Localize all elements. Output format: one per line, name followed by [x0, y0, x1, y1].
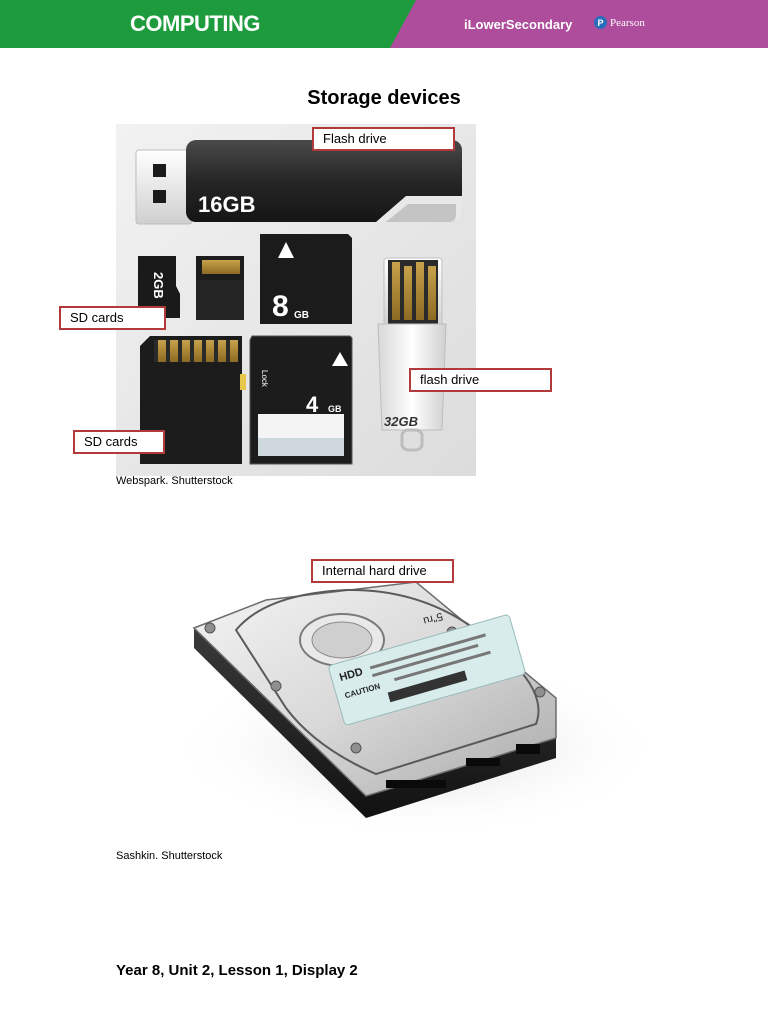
- storage-devices-photo: 16GB 2GB 8 GB: [116, 124, 476, 476]
- pearson-p-icon: P: [594, 16, 607, 29]
- label-sd-cards-lower: SD cards: [73, 430, 165, 454]
- figure2-credit: Sashkin. Shutterstock: [116, 850, 223, 862]
- lesson-reference: Year 8, Unit 2, Lesson 1, Display 2: [116, 962, 358, 979]
- usb-large-capacity: 16GB: [198, 192, 255, 217]
- sd-card-black-contacts: [140, 336, 246, 464]
- sd-card-4gb: Lock 4 GB: [249, 335, 353, 465]
- subject-title: COMPUTING: [130, 11, 260, 36]
- sd-8-number: 8: [272, 290, 289, 323]
- usb-flash-drive-white: 32GB: [377, 257, 447, 452]
- header-purple-panel: [390, 0, 768, 48]
- sd-lock-text: Lock: [260, 370, 269, 388]
- sd-card-8gb: 8 GB: [260, 234, 352, 324]
- hard-drive-photo: HDD 5"ru CAUTION: [116, 548, 650, 846]
- sd-4-number: 4: [306, 392, 319, 417]
- label-flash-drive-right: flash drive: [409, 368, 552, 392]
- usb-flash-drive-large: 16GB: [135, 140, 462, 225]
- label-internal-hard-drive: Internal hard drive: [311, 559, 454, 583]
- page-title: Storage devices: [307, 87, 461, 109]
- microsd-card-2gb: 2GB: [138, 256, 180, 318]
- header-green-panel: [0, 0, 430, 48]
- usb-white-capacity: 32GB: [384, 414, 418, 429]
- programme-name: iLowerSecondary: [464, 17, 573, 32]
- microsd-card-contacts: [196, 256, 244, 320]
- publisher-name: Pearson: [610, 16, 645, 29]
- hdd-label-size: 5"ru: [422, 610, 444, 627]
- microsd-capacity: 2GB: [151, 272, 166, 299]
- header-banner: COMPUTING iLowerSecondary P Pearson: [0, 0, 768, 48]
- sd-4-unit: GB: [328, 404, 342, 414]
- label-flash-drive-top: Flash drive: [312, 127, 455, 151]
- hdd-label-sticker: HDD 5"ru CAUTION: [328, 610, 526, 726]
- figure1-credit: Webspark. Shutterstock: [116, 475, 233, 487]
- label-sd-cards-upper: SD cards: [59, 306, 166, 330]
- sd-8-unit: GB: [294, 310, 309, 321]
- publisher-logo: P Pearson: [594, 16, 645, 29]
